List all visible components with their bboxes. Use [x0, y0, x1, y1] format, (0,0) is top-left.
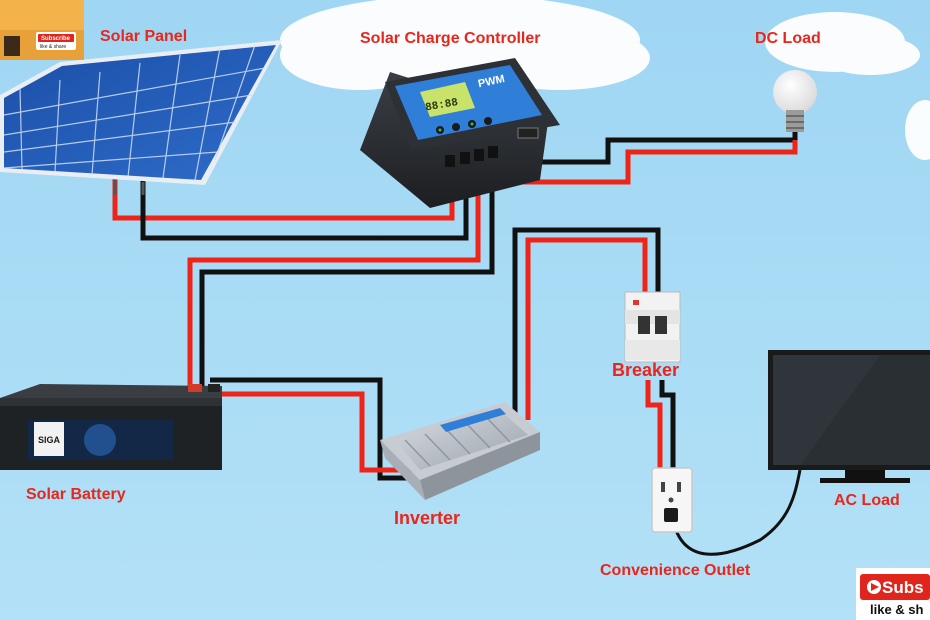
wire-panel-negative	[140, 165, 469, 241]
wire-inverter-negative	[210, 377, 412, 481]
dc-load-bulb-icon	[773, 70, 817, 132]
wire-battery-negative	[199, 165, 495, 390]
clouds	[280, 0, 930, 160]
inverter	[380, 402, 540, 500]
subscribe-badge-bottom[interactable]: Subs like & sh	[856, 568, 930, 620]
controller-lcd-text: 88:88	[425, 97, 460, 115]
subscribe-sub-bottom: like & sh	[870, 602, 924, 617]
wire-ac-red	[525, 237, 648, 420]
label-inverter: Inverter	[394, 508, 461, 528]
wire-outlet-red	[645, 380, 663, 470]
wire-inverter-positive	[200, 391, 412, 473]
ac-load-tv	[768, 350, 930, 483]
subscribe-button-top[interactable]: Subscribe	[41, 36, 71, 42]
label-dc-load: DC Load	[755, 30, 821, 47]
label-breaker: Breaker	[612, 360, 680, 380]
convenience-outlet	[651, 467, 693, 533]
controller-lcd	[420, 82, 475, 117]
label-solar-battery: Solar Battery	[26, 486, 126, 503]
subscribe-sub-top: like & share	[40, 44, 66, 50]
charge-controller: 88:88 PWM	[360, 58, 560, 208]
battery-brand: SIGA	[38, 435, 61, 445]
subscribe-button-bottom[interactable]: Subs	[882, 578, 924, 597]
solar-panel	[0, 40, 282, 195]
label-charge-controller: Solar Charge Controller	[360, 30, 541, 47]
label-ac-load: AC Load	[834, 492, 900, 509]
wire-battery-positive	[187, 165, 481, 390]
breaker	[624, 291, 681, 363]
label-convenience-outlet: Convenience Outlet	[600, 562, 751, 579]
label-solar-panel: Solar Panel	[100, 28, 188, 45]
subscribe-badge-top[interactable]: Subscribe like & share	[0, 0, 84, 60]
wire-ac-black	[512, 227, 661, 420]
wire-outlet-black	[659, 380, 676, 470]
wire-tv-cord	[670, 469, 802, 556]
solar-battery: SIGA	[0, 384, 222, 470]
controller-pwm-badge: PWM	[477, 73, 506, 90]
